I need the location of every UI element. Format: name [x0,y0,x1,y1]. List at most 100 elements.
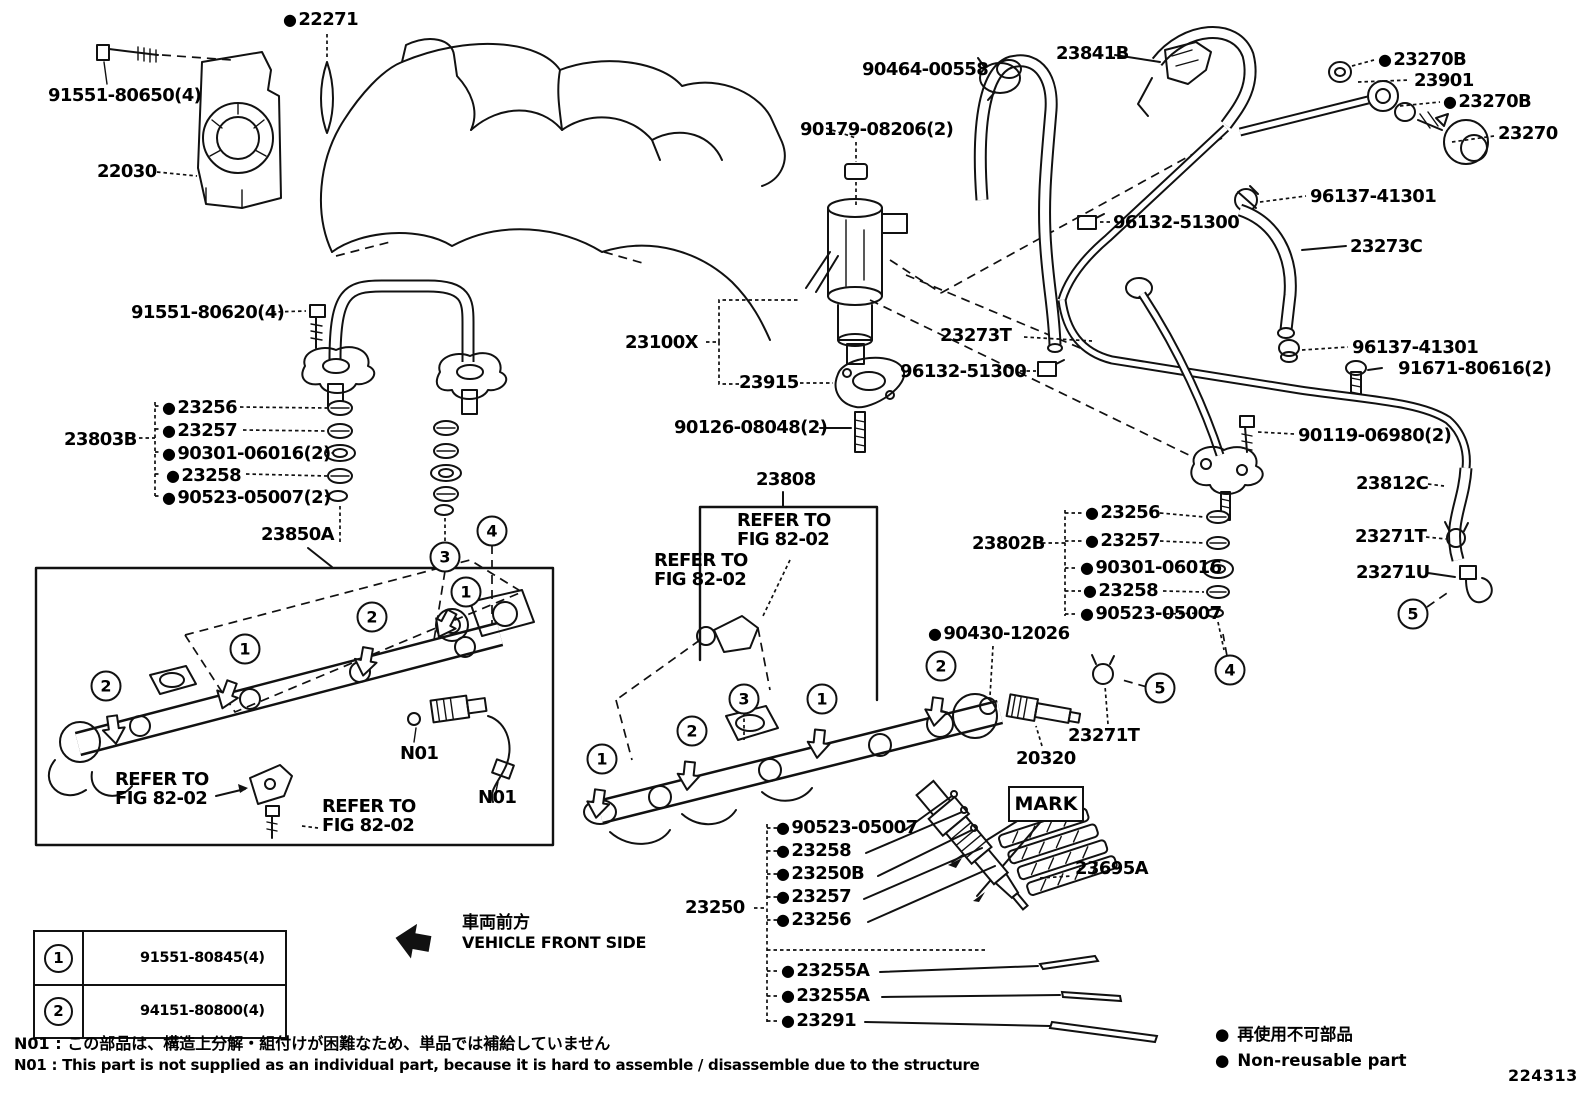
part-label-refer-to-fig-82-02: REFER TO FIG 82-02 [115,770,209,809]
non-reusable-bullet: ● [776,887,790,906]
part-label-23250: 23250 [685,898,745,917]
throttle-body-sketch [96,34,334,209]
callout-number-4: 4 [476,515,508,547]
part-label-91671-80616-2-: 91671-80616(2) [1398,359,1552,378]
non-reusable-jp: 再使用不可部品 [1237,1025,1353,1044]
part-label-23256: ●23256 [776,909,852,930]
part-number-text: 90301-06016(2) [177,443,331,464]
part-label-23271t: 23271T [1068,726,1140,745]
part-number-text: 23100X [625,332,699,353]
part-number-text: 23270B [1458,91,1532,112]
callout-number-4: 4 [1214,654,1246,686]
callout-number-1: 1 [450,576,482,608]
part-number-text: N01 [478,787,517,808]
part-label-23270b: ●23270B [1443,91,1532,112]
part-number-text: 96132-51300 [900,361,1027,382]
part-label-23257: ●23257 [1085,531,1161,550]
callout-number-2: 2 [676,715,708,747]
part-number-text: 23808 [756,469,816,490]
non-reusable-bullet: ● [1080,604,1094,623]
non-reusable-bullet: ● [1215,1050,1230,1070]
part-label-20320: 20320 [1016,749,1076,768]
part-label-23802b: 23802B [972,534,1045,553]
callout-number-3: 3 [429,541,461,573]
part-label-23258: ●23258 [166,466,242,485]
callout-number-1: 1 [229,633,261,665]
part-number-text: REFER TO FIG 82-02 [115,769,209,810]
part-label-23256: ●23256 [162,398,238,417]
part-number-text: 90523-05007 [1095,603,1222,624]
non-reusable-bullet: ● [1215,1025,1230,1044]
part-number-text: 23270 [1498,123,1558,144]
non-reusable-bullet: ● [162,421,176,440]
part-number-text: 23271U [1356,562,1430,583]
fuel-hoses-sketch [971,26,1495,651]
part-number-text: 90126-08048(2) [674,417,828,438]
part-number-text: 90430-12026 [943,623,1070,644]
part-label-23257: ●23257 [162,420,238,441]
non-reusable-bullet: ● [776,910,790,929]
part-label-90523-05007-2-: ●90523-05007(2) [162,488,331,507]
legend-row: 2 94151-80800(4) [35,985,285,1037]
part-number-text: REFER TO FIG 82-02 [654,550,748,591]
part-label-90126-08048-2-: 90126-08048(2) [674,417,828,438]
part-number-text: 22271 [298,9,358,30]
non-reusable-bullet: ● [1378,50,1392,69]
part-label-96137-41301: 96137-41301 [1352,338,1479,357]
footnote-en: N01 : This part is not supplied as an in… [14,1056,980,1075]
part-label-23291: ●23291 [781,1010,857,1031]
part-label-23808: 23808 [756,470,816,489]
part-number-text: 91551-80650(4) [48,85,202,106]
part-number-text: 23695A [1075,858,1149,879]
part-label-23270b: ●23270B [1378,50,1467,69]
non-reusable-bullet: ● [162,488,176,507]
vehicle-front-side-note: 車両前方 VEHICLE FRONT SIDE [462,908,646,952]
part-label-n01: N01 [478,787,517,808]
non-reusable-bullet: ● [1083,581,1097,600]
part-number-text: 20320 [1016,748,1076,769]
part-number-text: 23257 [177,420,237,441]
part-label-23257: ●23257 [776,886,852,907]
part-label-91551-80620-4-: 91551-80620(4) [131,302,285,323]
part-number-text: 90301-06016 [1095,557,1222,578]
vehicle-front-side-en: VEHICLE FRONT SIDE [462,933,647,952]
part-number-text: 23255A [796,960,870,981]
mark-label: MARK [1014,793,1078,815]
drawing-number: 224313 [1508,1066,1578,1085]
callout-number-2: 2 [90,670,122,702]
part-number-text: 90119-06980(2) [1298,425,1452,446]
non-reusable-bullet: ● [166,466,180,485]
part-number-text: 23291 [796,1010,856,1031]
cold-start-injector-sketch [706,125,1223,459]
part-label-23803b: 23803B [64,430,137,449]
part-number-text: 23256 [791,909,851,930]
non-reusable-bullet: ● [1080,558,1094,577]
part-number-text: 96137-41301 [1310,186,1437,207]
part-label-23273c: 23273C [1350,237,1423,256]
legend-part-number: 94151-80800(4) [140,1003,265,1019]
vehicle-front-side-jp: 車両前方 [462,913,530,933]
legend-callout-2: 2 [44,996,73,1026]
part-number-text: 96132-51300 [1113,212,1240,233]
part-number-text: 23915 [739,372,799,393]
part-number-text: 91551-80620(4) [131,302,285,323]
part-number-text: 23901 [1414,70,1474,91]
part-label-23100x: 23100X [625,332,699,353]
part-number-text: 23257 [791,886,851,907]
part-label-90430-12026: ●90430-12026 [928,624,1070,643]
part-label-90119-06980-2-: 90119-06980(2) [1298,425,1452,446]
non-reusable-bullet: ● [162,444,176,463]
callout-number-1: 1 [586,743,618,775]
non-reusable-bullet: ● [776,841,790,860]
part-label-90301-06016-2-: ●90301-06016(2) [162,444,331,463]
callout-number-3: 3 [728,683,760,715]
part-label-23841b: 23841B [1056,44,1129,63]
part-label-22271: ●22271 [283,9,359,30]
part-number-text: 23841B [1056,43,1129,64]
part-label-23271t: 23271T [1355,527,1427,546]
non-reusable-bullet: ● [928,624,942,643]
part-label-23250b: ●23250B [776,864,865,883]
part-label-23255a: ●23255A [781,960,870,981]
